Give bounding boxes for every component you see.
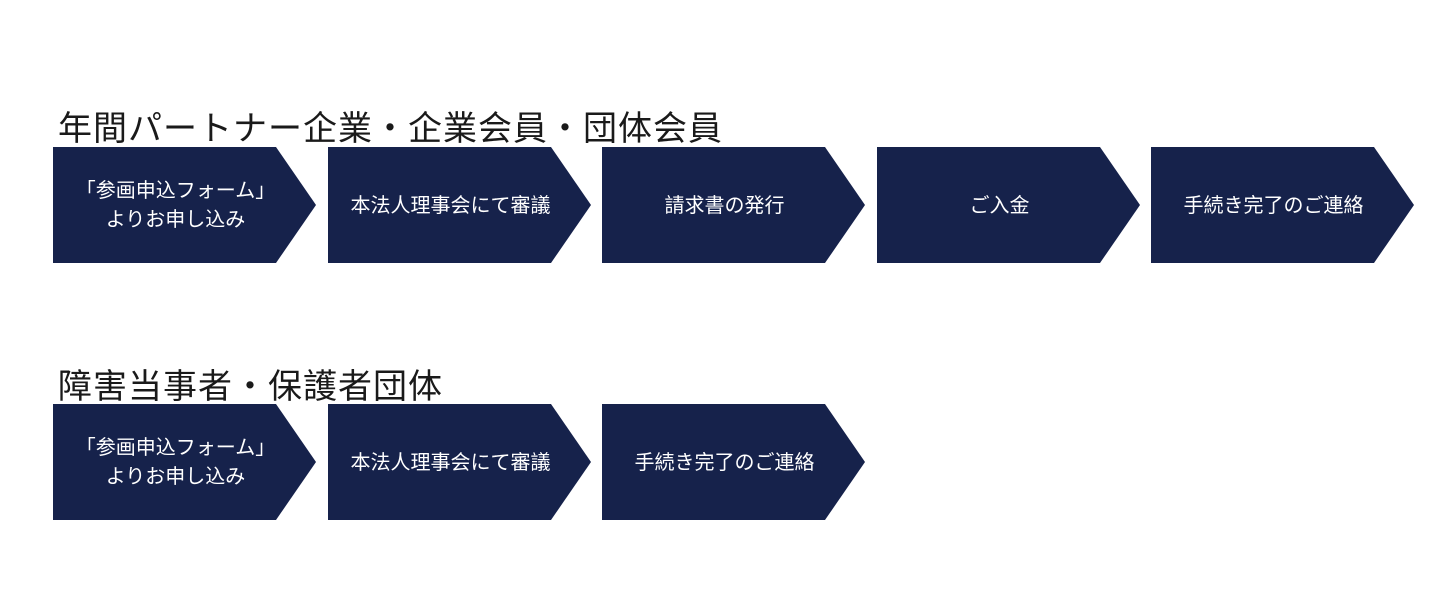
- flow-step-completion-notice: 手続き完了のご連絡: [1151, 147, 1414, 263]
- flow-row-disability-groups: 「参画申込フォーム」 よりお申し込み 本法人理事会にて審議 手続き完了のご連絡: [53, 404, 1423, 520]
- section-title-disability-groups: 障害当事者・保護者団体: [58, 367, 443, 408]
- flow-step-board-review: 本法人理事会にて審議: [328, 147, 591, 263]
- flow-step-application-form: 「参画申込フォーム」 よりお申し込み: [53, 404, 316, 520]
- section-title-annual-partner: 年間パートナー企業・企業会員・団体会員: [58, 109, 723, 150]
- flow-step-invoice-issue: 請求書の発行: [602, 147, 865, 263]
- flow-step-payment: ご入金: [877, 147, 1140, 263]
- flow-row-annual-partner: 「参画申込フォーム」 よりお申し込み 本法人理事会にて審議 請求書の発行 ご入金…: [53, 147, 1423, 263]
- flow-step-application-form: 「参画申込フォーム」 よりお申し込み: [53, 147, 316, 263]
- flow-step-board-review: 本法人理事会にて審議: [328, 404, 591, 520]
- flow-step-completion-notice: 手続き完了のご連絡: [602, 404, 865, 520]
